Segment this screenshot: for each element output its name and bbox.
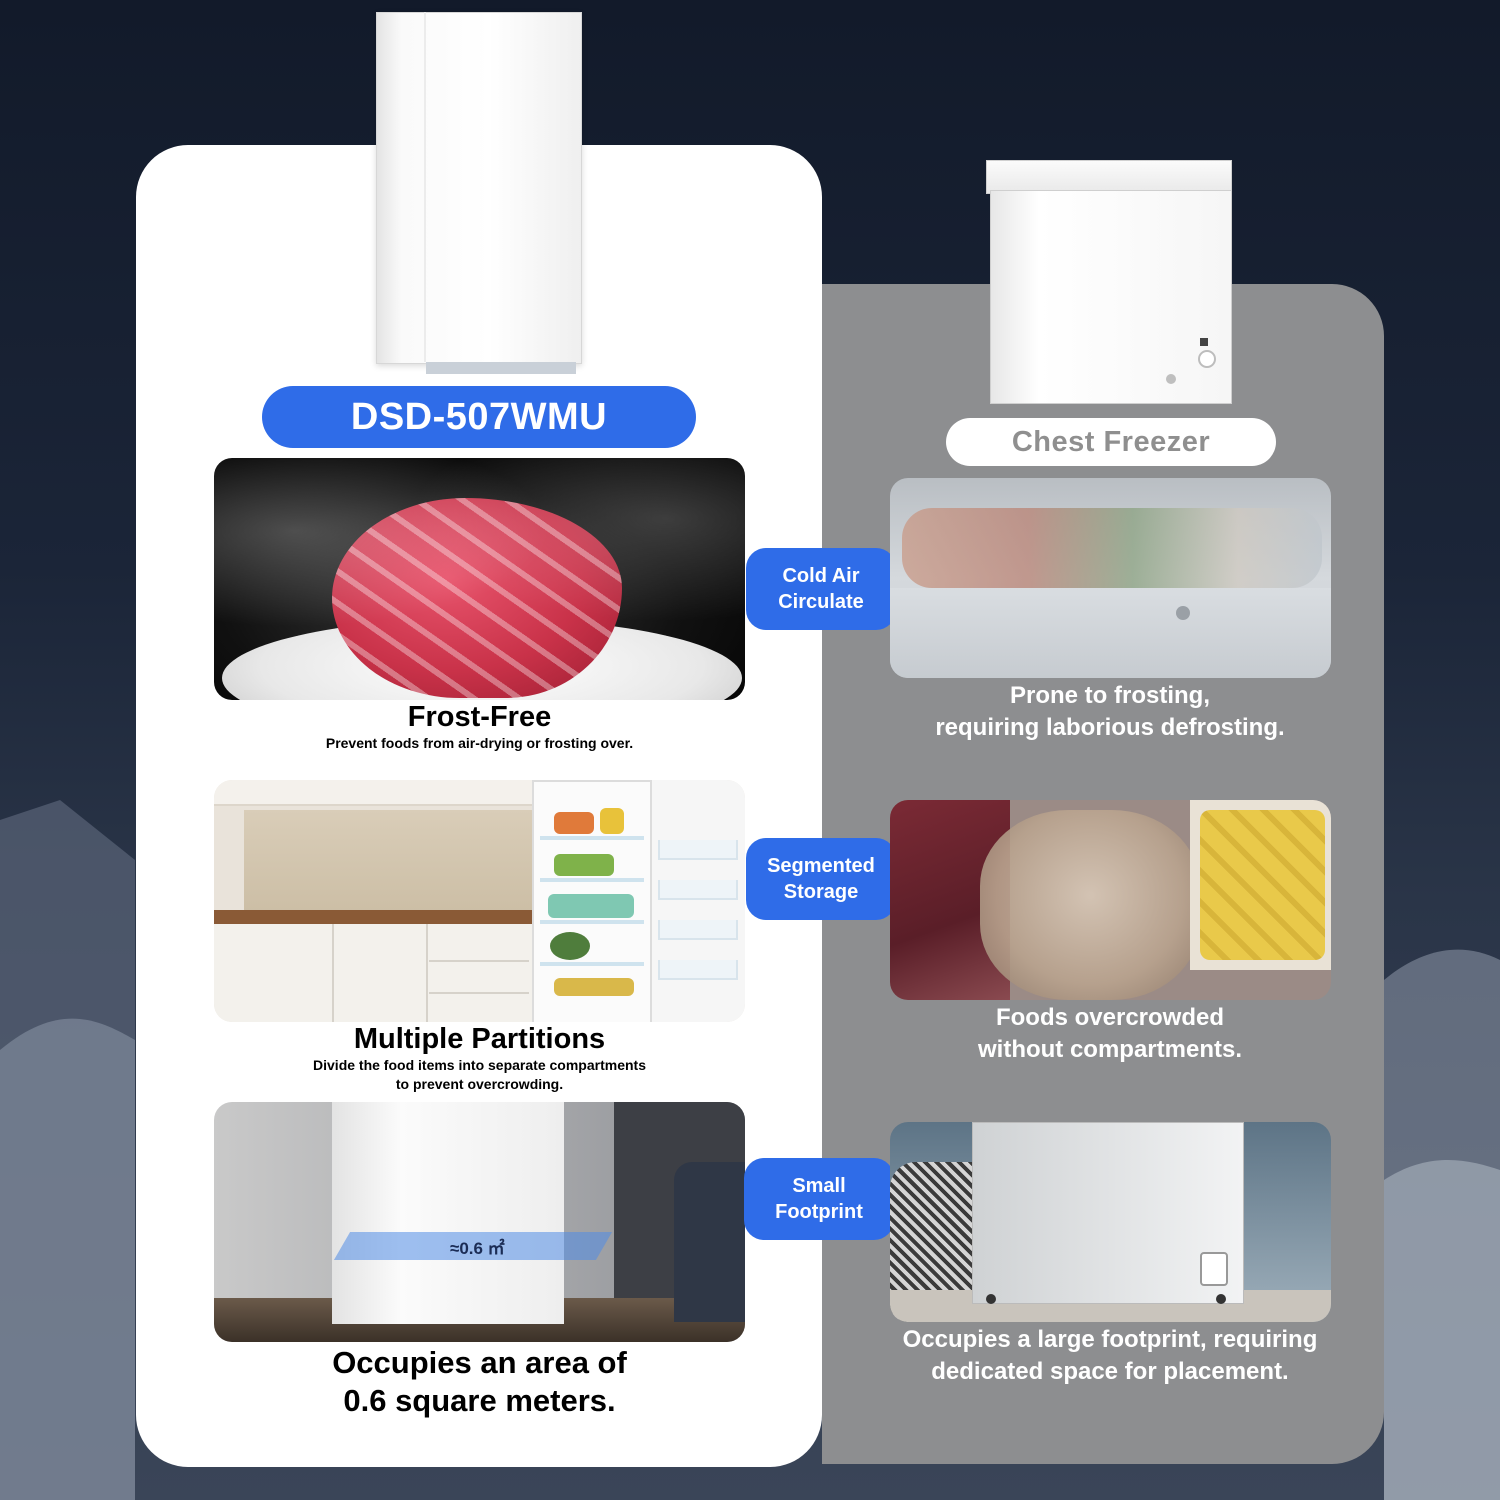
food-item — [550, 932, 590, 960]
food-item — [600, 808, 624, 834]
shelf — [540, 962, 644, 966]
caster-wheel — [986, 1294, 996, 1304]
partitions-subtitle-1: Divide the food items into separate comp… — [313, 1057, 646, 1073]
overcrowding-drawback: Foods overcrowded without compartments. — [977, 1004, 1242, 1063]
chest-freezer-light — [1200, 338, 1208, 346]
large-footprint-photo — [890, 1122, 1331, 1322]
cabinet-divider — [426, 924, 428, 1022]
frozen-meat — [332, 498, 622, 698]
chest-freezer-lid — [986, 160, 1232, 194]
chest-freezer-in-room — [972, 1122, 1244, 1304]
sofa — [674, 1162, 745, 1322]
cabinet-divider — [332, 924, 334, 1022]
countertop — [214, 910, 534, 924]
chest-freezer-image — [986, 160, 1232, 404]
backsplash — [244, 810, 534, 920]
drawer-line — [429, 960, 529, 962]
chest-freezer-body — [990, 190, 1232, 404]
segmented-storage-badge: Segmented Storage — [746, 838, 896, 920]
frozen-pineapple — [1200, 810, 1325, 960]
chest-control-panel — [1200, 1252, 1228, 1286]
caster-wheel — [1216, 1294, 1226, 1304]
door-bin — [658, 840, 738, 860]
chest-freezer-lock — [1166, 374, 1176, 384]
frost-free-photo — [214, 458, 745, 700]
frosted-food — [902, 508, 1322, 588]
frosted-chest-photo — [890, 478, 1331, 678]
food-item — [554, 854, 614, 876]
overcrowded-photo — [890, 800, 1331, 1000]
upright-freezer-in-room — [332, 1102, 564, 1324]
upright-freezer-edge — [424, 12, 426, 362]
cold-mist — [214, 458, 745, 700]
food-item — [554, 978, 634, 996]
upper-cabinets — [214, 780, 534, 806]
chest-freezer-knob — [1198, 350, 1216, 368]
partitions-subtitle-2: to prevent overcrowding. — [395, 1076, 564, 1092]
frost-knob — [1176, 606, 1190, 620]
door-bin — [658, 960, 738, 980]
upright-freezer-body — [376, 12, 582, 364]
area-label: ≈0.6 ㎡ — [450, 1239, 505, 1258]
door-bin — [658, 920, 738, 940]
drawer-line — [429, 992, 529, 994]
upright-freezer-base — [426, 362, 576, 374]
shelf — [540, 920, 644, 924]
open-freezer — [532, 780, 654, 1022]
cold-air-badge: Cold Air Circulate — [746, 548, 896, 630]
area-text-line-1: Occupies an area of — [332, 1345, 627, 1380]
partitions-title: Multiple Partitions — [353, 1023, 606, 1055]
chest-freezer-pill: Chest Freezer — [946, 418, 1276, 466]
upright-freezer-image — [376, 12, 582, 374]
frozen-bag — [980, 810, 1200, 1000]
lower-cabinets — [214, 924, 534, 1022]
freezer-door — [650, 780, 745, 1022]
model-name-pill: DSD-507WMU — [262, 386, 696, 448]
small-footprint-badge: Small Footprint — [744, 1158, 894, 1240]
frost-free-subtitle: Prevent foods from air-drying or frostin… — [325, 735, 634, 751]
footprint-drawback: Occupies a large footprint, requiring de… — [902, 1326, 1318, 1385]
area-text-line-2: 0.6 square meters. — [343, 1383, 616, 1418]
shelf — [540, 878, 644, 882]
frost-wall — [890, 588, 1331, 678]
food-item — [554, 812, 594, 834]
frost-free-title: Frost-Free — [407, 701, 552, 733]
food-item — [548, 894, 634, 918]
shelf — [540, 836, 644, 840]
footprint-photo: ≈0.6 ㎡ — [214, 1102, 745, 1342]
door-bin — [658, 880, 738, 900]
frosting-drawback: Prone to frosting, requiring laborious d… — [935, 682, 1285, 741]
partitions-photo — [214, 780, 745, 1022]
